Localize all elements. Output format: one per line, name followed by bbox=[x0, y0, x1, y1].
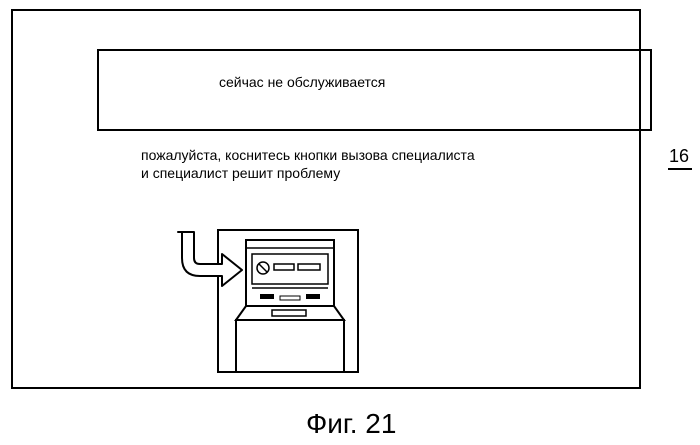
terminal-device-icon bbox=[236, 240, 344, 372]
status-message: сейчас не обслуживается bbox=[219, 74, 385, 90]
instruction-line-1: пожалуйста, коснитесь кнопки вызова спец… bbox=[141, 146, 475, 164]
instruction-text: пожалуйста, коснитесь кнопки вызова спец… bbox=[141, 146, 475, 182]
reference-underline bbox=[668, 168, 692, 170]
status-message-box: сейчас не обслуживается bbox=[97, 49, 652, 131]
figure-caption: Фиг. 21 bbox=[306, 408, 396, 440]
terminal-illustration bbox=[176, 226, 366, 376]
reference-numeral: 16 bbox=[669, 146, 689, 167]
instruction-line-2: и специалист решит проблему bbox=[141, 164, 475, 182]
